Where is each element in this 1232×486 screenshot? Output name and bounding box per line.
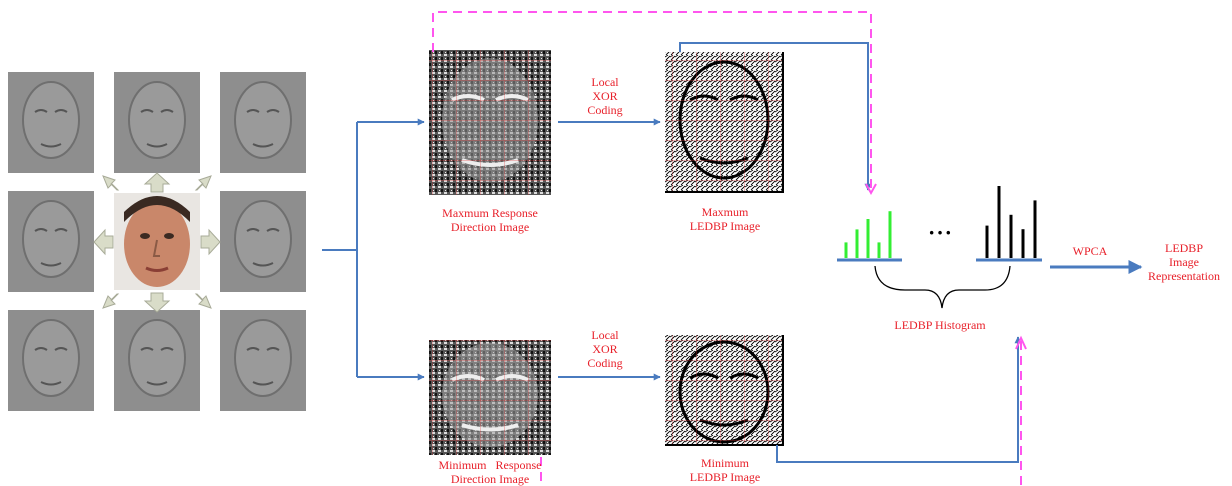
local-xor-coding-top-label: Local XOR Coding	[587, 75, 623, 117]
original-face-photo	[114, 193, 200, 290]
arrow-up-icon	[143, 172, 171, 193]
blue-connector-top	[679, 42, 872, 191]
filtered-face-middle-left	[8, 191, 94, 292]
filtered-face-top-left	[8, 72, 94, 173]
ellipsis-dots: ···	[928, 220, 954, 245]
blue-connector-bottom	[776, 336, 1022, 463]
max-response-label: Maxmum Response Direction Image	[442, 206, 538, 234]
face-grid	[8, 72, 306, 411]
histogram-brace	[874, 265, 1011, 309]
arrow-down-right-icon	[194, 293, 212, 309]
arrow-left-icon	[93, 228, 114, 256]
min-response-label: Minimum Response Direction Image	[438, 458, 542, 486]
max-ledbp-image	[665, 52, 784, 193]
ledbp-image-representation-label: LEDBP Image Representation	[1148, 241, 1220, 283]
filtered-face-top-center	[114, 72, 200, 173]
max-ledbp-label: Maxmum LEDBP Image	[689, 205, 761, 233]
arrow-down-left-icon	[102, 293, 120, 309]
filtered-face-bottom-left	[8, 310, 94, 411]
arrow-right-icon	[200, 228, 221, 256]
histogram-black	[985, 186, 1037, 258]
filtered-face-top-right	[220, 72, 306, 173]
split-connector	[322, 118, 425, 381]
arrow-up-left-icon	[102, 175, 120, 191]
ledbp-histogram-label: LEDBP Histogram	[894, 318, 986, 332]
wpca-label: WPCA	[1072, 244, 1108, 258]
filtered-face-bottom-right	[220, 310, 306, 411]
filtered-face-bottom-center	[114, 310, 200, 411]
histogram-green	[844, 211, 892, 258]
pink-dashed-connector-top	[432, 11, 872, 190]
arrow-up-right-icon	[194, 175, 212, 191]
arrow-down-icon	[143, 292, 171, 313]
min-response-direction-image	[429, 340, 551, 455]
max-response-direction-image	[429, 50, 551, 195]
direction-arrows	[93, 172, 221, 313]
filtered-face-middle-right	[220, 191, 306, 292]
min-ledbp-label: Minimum LEDBP Image	[689, 456, 761, 484]
local-xor-coding-bottom-label: Local XOR Coding	[587, 328, 623, 370]
ledbp-to-histogram-connectors	[432, 11, 1027, 485]
min-ledbp-image	[665, 335, 784, 446]
